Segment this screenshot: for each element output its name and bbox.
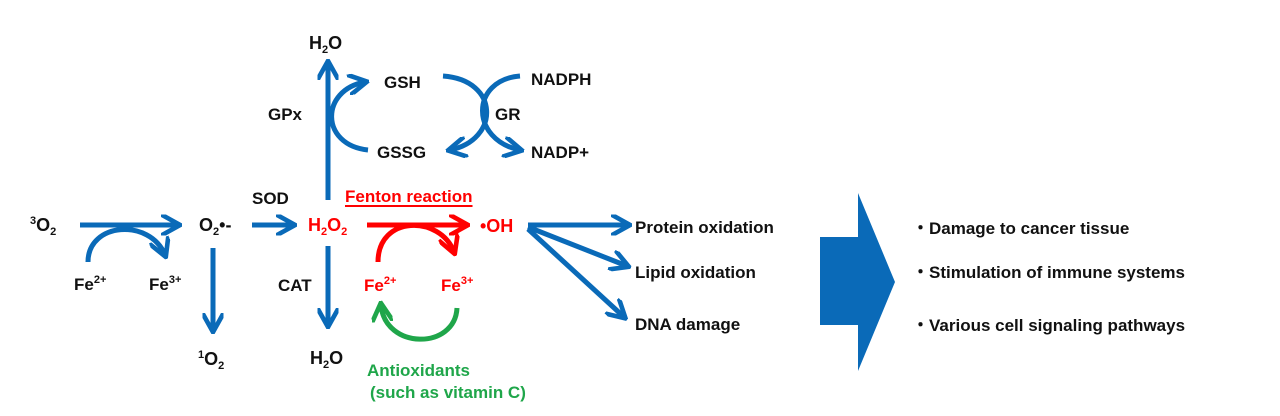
enzyme-cat: CAT [278, 276, 312, 295]
species-gssg: GSSG [377, 143, 427, 162]
effect-damage-cancer-tissue: ・Damage to cancer tissue [912, 219, 1130, 238]
antioxidants-example: (such as vitamin C) [370, 383, 526, 402]
arrow-gssg-to-gsh [329, 82, 368, 153]
species-singlet-oxygen: 1O2 [198, 349, 225, 372]
species-nadp: NADP+ [531, 143, 590, 162]
species-triplet-oxygen: 3O2 [30, 215, 57, 238]
species-nadph: NADPH [531, 70, 592, 89]
species-fe3-fenton: Fe3+ [441, 275, 474, 295]
outcome-dna-damage: DNA damage [635, 315, 741, 334]
species-superoxide: O2•- [199, 215, 232, 238]
outcome-lipid-oxidation: Lipid oxidation [635, 263, 756, 282]
enzyme-gr: GR [495, 105, 521, 124]
species-h2o-top: H2O [309, 33, 343, 56]
antioxidants-label: Antioxidants [367, 361, 470, 380]
species-h2o2: H2O2 [308, 215, 348, 238]
arrow-gsh-to-gssg [442, 73, 490, 150]
enzyme-gpx: GPx [268, 105, 303, 124]
arrow-oh-to-lipid [527, 224, 627, 266]
arrow-fe2-to-fe3-left [85, 227, 165, 263]
effect-cell-signaling: ・Various cell signaling pathways [912, 316, 1186, 335]
species-fe3-left: Fe3+ [149, 274, 182, 294]
arrow-nadph-to-nadp [480, 73, 521, 150]
arrow-fenton-fe2-to-fe3 [375, 222, 454, 263]
species-fe2-fenton: Fe2+ [364, 275, 397, 295]
species-gsh: GSH [384, 73, 421, 92]
species-hydroxyl-radical: •OH [480, 216, 514, 236]
fenton-reaction-label: Fenton reaction [345, 187, 473, 206]
effect-immune-stimulation: ・Stimulation of immune systems [912, 263, 1185, 282]
enzyme-sod: SOD [252, 189, 289, 208]
outcome-protein-oxidation: Protein oxidation [635, 218, 774, 237]
arrow-antioxidant-fe3-to-fe2 [381, 305, 460, 342]
big-result-arrow [820, 193, 895, 371]
arrow-oh-to-dna [526, 227, 624, 317]
species-h2o-bottom: H2O [310, 348, 344, 371]
species-fe2-left: Fe2+ [74, 274, 107, 294]
